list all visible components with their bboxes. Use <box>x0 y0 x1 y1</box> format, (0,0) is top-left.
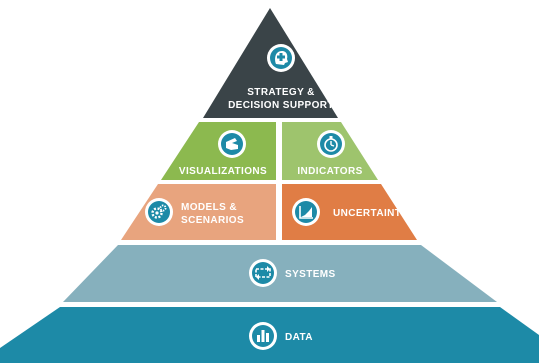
strategy-label-line1: STRATEGY & <box>247 87 315 98</box>
gears-icon <box>145 198 173 226</box>
stopwatch-icon <box>317 130 345 158</box>
pointing-hand-icon <box>218 130 246 158</box>
head-plus-icon <box>267 44 295 72</box>
area-chart-icon <box>292 198 320 226</box>
bar-chart-icon <box>249 322 277 350</box>
cycle-arrows-icon <box>249 259 277 287</box>
systems-label: SYSTEMS <box>285 269 336 280</box>
models-tier <box>121 184 276 240</box>
data-label: DATA <box>285 332 313 343</box>
systems-tier <box>63 245 497 302</box>
uncertainty-tier <box>282 184 417 240</box>
visualizations-label: VISUALIZATIONS <box>179 166 267 177</box>
strategy-label-line2: DECISION SUPPORT <box>228 100 334 111</box>
models-label-line1: MODELS & <box>181 202 237 213</box>
uncertainty-label: UNCERTAINTY <box>333 208 408 219</box>
visualizations-tier <box>161 122 276 180</box>
models-label-line2: SCENARIOS <box>181 215 244 226</box>
indicators-label: INDICATORS <box>297 166 362 177</box>
